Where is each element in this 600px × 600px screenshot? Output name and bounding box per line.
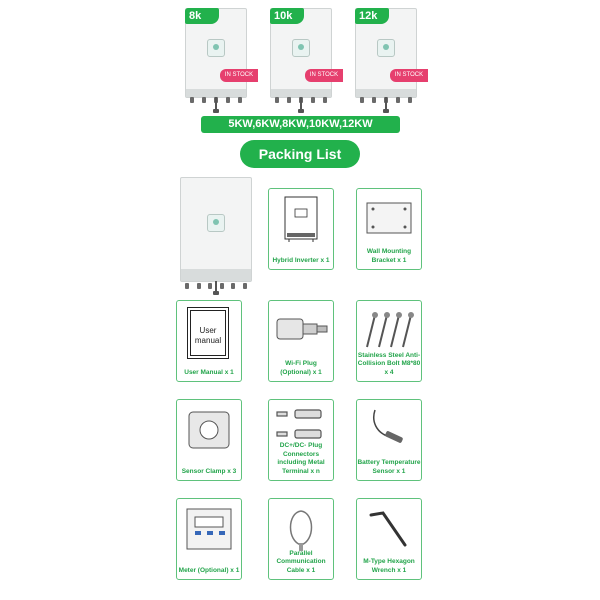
wall-bracket-icon bbox=[366, 202, 412, 234]
item-caption: Wall Mounting Bracket x 1 bbox=[366, 248, 412, 264]
cable bbox=[383, 97, 389, 113]
cable bbox=[213, 97, 219, 113]
wifi-plug-icon bbox=[276, 318, 328, 340]
item-parallel-cable: Parallel Communication Cable x 1 bbox=[268, 498, 334, 580]
item-caption: M-Type Hexagon Wrench x 1 bbox=[363, 558, 415, 574]
cable bbox=[298, 97, 304, 113]
item-wall-bracket: Wall Mounting Bracket x 1 bbox=[356, 188, 422, 270]
item-caption: Wi-Fi Plug (Optional) x 1 bbox=[280, 360, 322, 376]
item-caption: Stainless Steel Anti-Collision Bolt M8*8… bbox=[357, 351, 421, 376]
meter-icon bbox=[186, 508, 232, 550]
item-dc-plug: DC+/DC- Plug Connectors including Metal … bbox=[268, 399, 334, 481]
packing-list-title: Packing List bbox=[240, 140, 360, 168]
port-strip bbox=[271, 89, 331, 97]
parallel-cable-icon bbox=[289, 510, 313, 551]
inverter-display bbox=[292, 39, 310, 57]
connector-row bbox=[185, 283, 247, 289]
port-strip bbox=[186, 89, 246, 97]
hybrid-inverter-icon bbox=[284, 196, 318, 242]
item-bolt: Stainless Steel Anti-Collision Bolt M8*8… bbox=[356, 300, 422, 382]
in-stock-badge: IN STOCK bbox=[305, 69, 343, 82]
port-strip bbox=[181, 269, 251, 281]
model-badge: 12k bbox=[355, 8, 389, 24]
bolt-icon bbox=[366, 312, 414, 348]
inverter-display bbox=[207, 39, 225, 57]
inverter-display bbox=[377, 39, 395, 57]
item-temp-sensor: Battery Temperature Sensor x 1 bbox=[356, 399, 422, 481]
item-caption: Sensor Clamp x 3 bbox=[181, 467, 237, 475]
item-meter: Meter (Optional) x 1 bbox=[176, 498, 242, 580]
inverter-8k: 8k IN STOCK bbox=[185, 8, 258, 113]
item-caption: Meter (Optional) x 1 bbox=[178, 566, 240, 574]
inverter-12k: 12k IN STOCK bbox=[355, 8, 428, 113]
item-sensor-clamp: Sensor Clamp x 3 bbox=[176, 399, 242, 481]
power-range-banner: 5KW,6KW,8KW,10KW,12KW bbox=[201, 116, 400, 133]
item-caption: Battery Temperature Sensor x 1 bbox=[357, 459, 421, 475]
item-hex-wrench: M-Type Hexagon Wrench x 1 bbox=[356, 498, 422, 580]
in-stock-badge: IN STOCK bbox=[220, 69, 258, 82]
item-hybrid-inverter: Hybrid Inverter x 1 bbox=[268, 188, 334, 270]
item-caption: User Manual x 1 bbox=[184, 368, 234, 376]
hex-wrench-icon bbox=[369, 511, 407, 547]
manual-icon: User manual bbox=[187, 307, 229, 359]
item-caption: DC+/DC- Plug Connectors including Metal … bbox=[277, 442, 325, 475]
model-badge: 10k bbox=[270, 8, 304, 24]
inverter-display bbox=[207, 214, 225, 232]
dc-plug-icon bbox=[276, 409, 322, 439]
item-wifi-plug: Wi-Fi Plug (Optional) x 1 bbox=[268, 300, 334, 382]
item-caption: Hybrid Inverter x 1 bbox=[272, 256, 330, 264]
item-caption: Parallel Communication Cable x 1 bbox=[276, 549, 326, 574]
model-badge: 8k bbox=[185, 8, 219, 24]
temp-sensor-icon bbox=[373, 409, 403, 443]
sensor-clamp-icon bbox=[188, 411, 230, 449]
in-stock-badge: IN STOCK bbox=[390, 69, 428, 82]
item-user-manual: User manual User Manual x 1 bbox=[176, 300, 242, 382]
port-strip bbox=[356, 89, 416, 97]
inverter-10k: 10k IN STOCK bbox=[270, 8, 343, 113]
cable bbox=[213, 281, 219, 295]
inverter-product-image bbox=[180, 177, 252, 295]
manual-label: User manual bbox=[194, 326, 222, 345]
